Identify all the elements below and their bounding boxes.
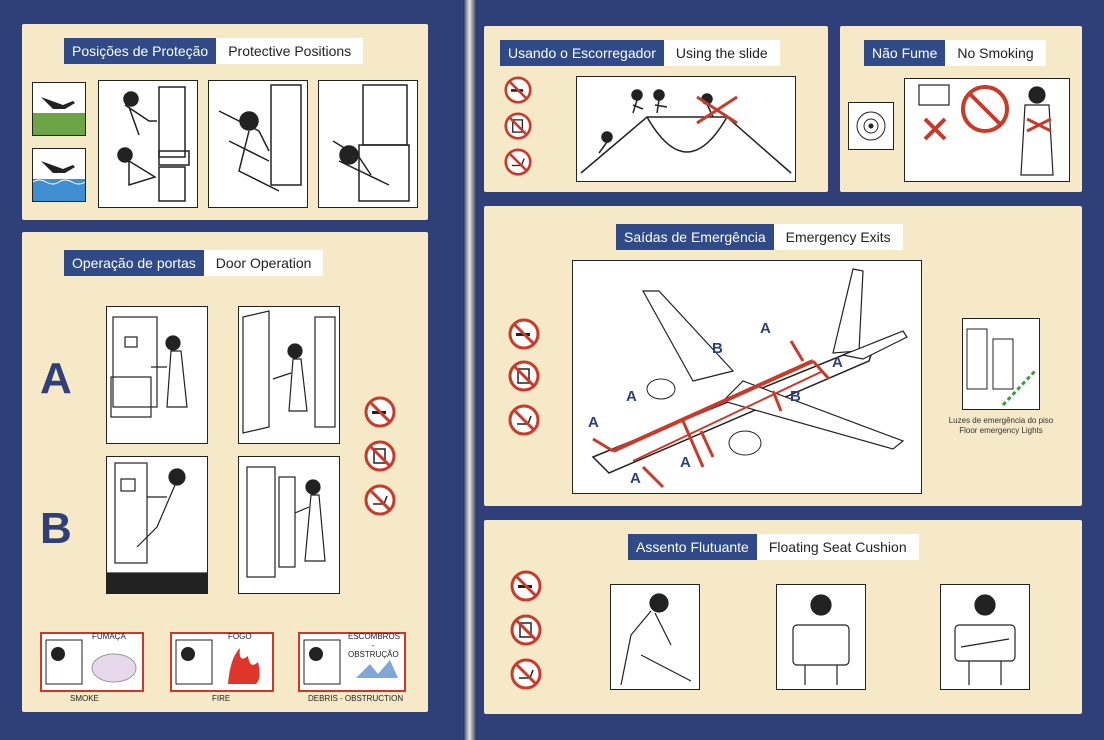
floor-lights-illustration: [962, 318, 1040, 410]
door-a-step-2-illustration: [238, 306, 340, 444]
hazard-debris-en-label: DEBRIS - OBSTRUCTION: [308, 694, 404, 703]
exit-label-a-lower-mid: A: [680, 454, 691, 471]
exits-no-smoking-icon: [508, 318, 540, 350]
aircraft-exits-diagram: [572, 260, 922, 494]
using-slide-title-pt: Usando o Escorregador: [500, 40, 664, 66]
water-landing-icon: [32, 148, 86, 202]
no-smoking-title-pt: Não Fume: [864, 40, 946, 66]
exit-label-a-bottom: A: [630, 470, 641, 487]
exit-label-a-nose: A: [588, 414, 599, 431]
door-a-step-1-illustration: [106, 306, 208, 444]
exit-label-a-right: A: [832, 354, 843, 371]
no-smoking-panel: Não Fume No Smoking: [840, 26, 1082, 192]
hazard-fire-pt-label: FOGO: [228, 632, 252, 641]
brace-position-lap-illustration: [98, 80, 198, 208]
exits-no-baggage-icon: [508, 360, 540, 392]
no-smoking-sign-icon: [364, 396, 396, 428]
no-high-heels-sign-icon: [364, 484, 396, 516]
door-type-b-label: B: [40, 504, 72, 553]
exit-label-a-upper-right: A: [760, 320, 771, 337]
floating-cushion-title-en: Floating Seat Cushion: [756, 534, 919, 560]
door-type-a-label: A: [40, 354, 72, 403]
hazard-smoke-en-label: SMOKE: [70, 694, 99, 703]
door-b-step-1-illustration: [106, 456, 208, 594]
smoke-detector-icon: [848, 102, 894, 150]
emergency-exits-panel: Saídas de Emergência Emergency Exits A B…: [484, 206, 1082, 506]
exits-no-high-heels-icon: [508, 404, 540, 436]
exit-label-a-mid-left: A: [626, 388, 637, 405]
cushion-step-1-illustration: [610, 584, 700, 690]
center-fold: [463, 0, 477, 740]
brace-position-head-down-illustration: [318, 80, 418, 208]
emergency-exits-header: Saídas de Emergência Emergency Exits: [616, 224, 903, 250]
hazard-debris-illustration: [298, 632, 406, 692]
emergency-exits-title-en: Emergency Exits: [773, 224, 903, 250]
door-b-step-2-illustration: [238, 456, 340, 594]
using-slide-panel: Usando o Escorregador Using the slide: [484, 26, 828, 192]
cushion-no-smoking-icon: [510, 570, 542, 602]
door-operation-title-en: Door Operation: [203, 250, 324, 276]
land-landing-icon: [32, 82, 86, 136]
protective-positions-panel: Posições de Proteção Protective Position…: [22, 24, 428, 220]
floating-cushion-title-pt: Assento Flutuante: [628, 534, 757, 560]
hazard-fire-en-label: FIRE: [212, 694, 231, 703]
door-operation-header: Operação de portas Door Operation: [64, 250, 324, 276]
protective-positions-title-pt: Posições de Proteção: [64, 38, 217, 64]
hazard-smoke-illustration: [40, 632, 144, 692]
door-operation-title-pt: Operação de portas: [64, 250, 204, 276]
slide-no-high-heels-icon: [504, 148, 532, 176]
no-smoking-header: Não Fume No Smoking: [864, 40, 1046, 66]
exit-label-b-upper: B: [712, 340, 723, 357]
floating-cushion-panel: Assento Flutuante Floating Seat Cushion: [484, 520, 1082, 714]
cushion-no-high-heels-icon: [510, 658, 542, 690]
no-smoking-title-en: No Smoking: [945, 40, 1046, 66]
floor-lights-caption-en: Floor emergency Lights: [959, 426, 1043, 435]
protective-positions-header: Posições de Proteção Protective Position…: [64, 38, 364, 64]
using-slide-header: Usando o Escorregador Using the slide: [500, 40, 780, 66]
lavatory-no-smoking-illustration: [904, 78, 1070, 182]
cushion-step-3-illustration: [940, 584, 1030, 690]
door-operation-panel: Operação de portas Door Operation A B: [22, 232, 428, 712]
cushion-no-baggage-icon: [510, 614, 542, 646]
cushion-step-2-illustration: [776, 584, 866, 690]
floating-cushion-header: Assento Flutuante Floating Seat Cushion: [628, 534, 919, 560]
floor-lights-caption-pt: Luzes de emergência do piso: [948, 416, 1054, 425]
slide-jump-illustration: [576, 76, 796, 182]
brace-position-arms-illustration: [208, 80, 308, 208]
protective-positions-title-en: Protective Positions: [216, 38, 364, 64]
slide-no-baggage-icon: [504, 112, 532, 140]
hazard-smoke-pt-label: FUMAÇA: [92, 632, 126, 641]
emergency-exits-title-pt: Saídas de Emergência: [616, 224, 774, 250]
no-baggage-sign-icon: [364, 440, 396, 472]
using-slide-title-en: Using the slide: [663, 40, 780, 66]
hazard-fire-illustration: [170, 632, 274, 692]
exit-label-b-lower: B: [790, 388, 801, 405]
slide-no-smoking-icon: [504, 76, 532, 104]
hazard-debris-pt-label: ESCOMBROS - OBSTRUÇÃO: [348, 632, 401, 659]
